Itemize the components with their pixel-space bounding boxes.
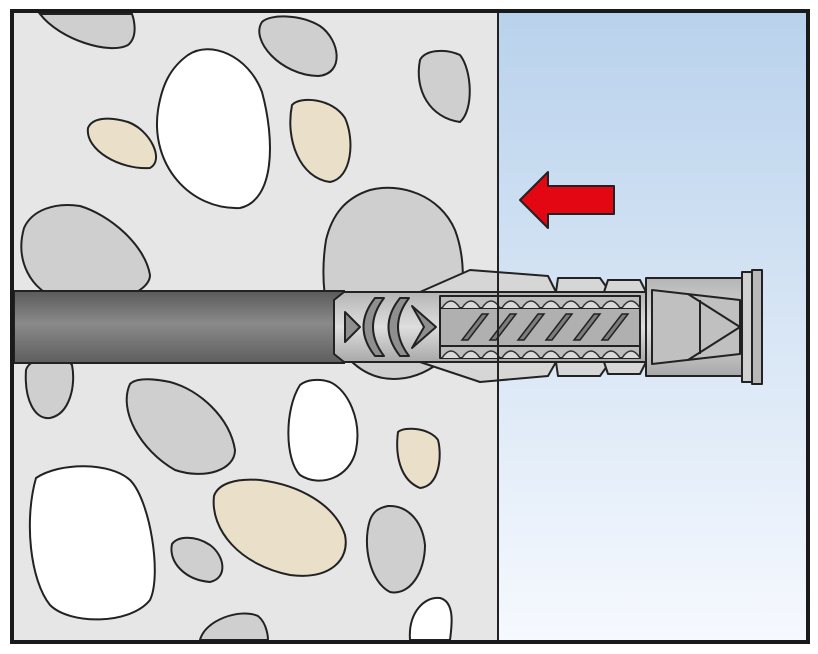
stone [258,15,338,78]
stone [170,536,224,584]
stone [37,13,136,50]
plug-chevron [387,297,410,357]
plug-rib [541,300,561,309]
stone [366,504,427,594]
stone [198,612,270,640]
stone [289,98,352,184]
plug-rib [561,300,581,309]
plug-rib [441,350,461,359]
plug-slots [460,313,630,341]
plug-chevron [411,305,437,349]
stone [86,117,157,170]
stone [396,427,441,490]
plug-slot [600,313,630,341]
stone [212,478,347,577]
plug-rib [461,350,481,359]
plug-slot [516,313,546,341]
stone [20,204,152,305]
stone [287,378,359,482]
stone [417,49,471,124]
plug-rib [581,350,601,359]
stone [125,378,237,475]
plug-rib [581,300,601,309]
plug-rib [561,350,581,359]
plug-rib [521,300,541,309]
plug-fin-bottom [555,361,611,377]
plug-rib [621,350,641,359]
plug-slot [460,313,490,341]
plug-ribs [441,300,641,359]
plug-rib [601,300,621,309]
plug-rib [601,350,621,359]
plug-chevron [362,297,385,357]
stone [408,596,453,640]
plug-rib [441,300,461,309]
plug-fin-bottom [603,361,647,375]
plug-slot [488,313,518,341]
plug-flange [741,271,753,383]
wall-plug [333,269,763,385]
stone [155,48,271,210]
insert-arrow-icon [519,171,615,229]
plug-slot [572,313,602,341]
plug-chevron [344,311,361,343]
plug-fin-top [555,277,611,293]
plug-rib [621,300,641,309]
plug-rib [501,350,521,359]
concrete-aggregate [20,13,471,640]
plug-slot [544,313,574,341]
frame-border [10,9,810,644]
plug-fin-top [603,279,647,293]
plug-rib [461,300,481,309]
drill-hole [13,290,345,364]
plug-rib [501,300,521,309]
plug-flange-rim [751,269,763,385]
plug-rib [541,350,561,359]
plug-rib [521,350,541,359]
stone [28,465,156,621]
plug-collar-slot [651,289,741,365]
